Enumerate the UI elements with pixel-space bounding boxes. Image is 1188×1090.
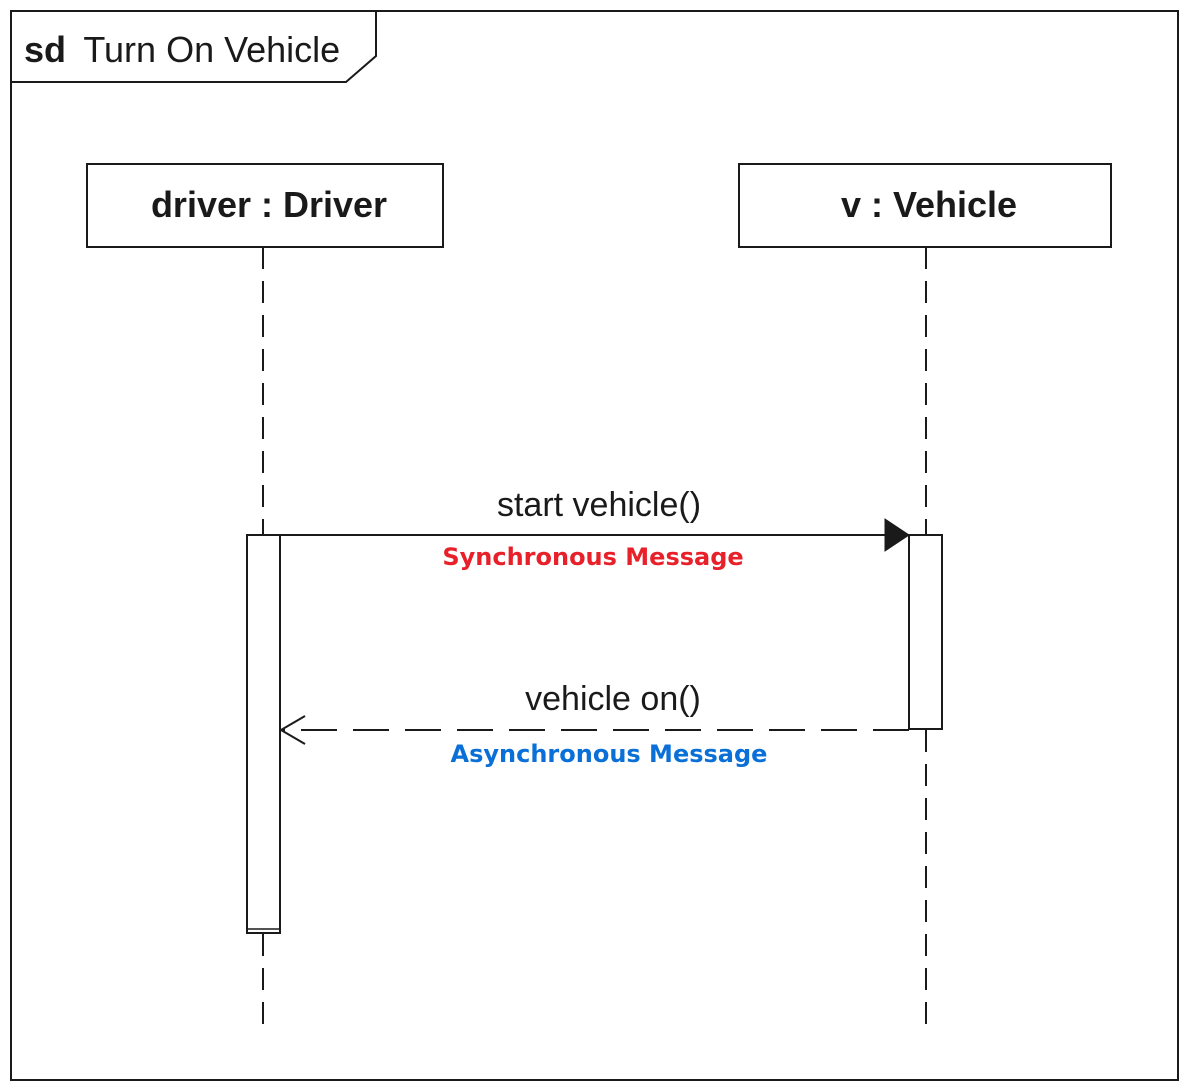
open-arrowhead-icon (279, 715, 306, 745)
diagram-frame (10, 10, 1179, 1081)
activation-bar-vehicle (908, 534, 943, 730)
message-label-vehicle-on: vehicle on() (525, 680, 701, 718)
activation-bar-driver (246, 534, 281, 934)
frame-name-tab (11, 11, 377, 83)
lifeline-label-driver: driver : Driver (151, 184, 387, 225)
message-annotation-synchronous: Synchronous Message (442, 543, 743, 571)
message-label-start-vehicle: start vehicle() (497, 486, 701, 524)
frame-title: sd Turn On Vehicle (24, 29, 340, 70)
frame-title-text: Turn On Vehicle (83, 29, 340, 70)
frame-keyword: sd (24, 29, 66, 70)
lifeline-head-vehicle[interactable] (738, 163, 1112, 248)
lifeline-label-vehicle: v : Vehicle (841, 184, 1017, 225)
filled-arrowhead-icon (884, 518, 910, 552)
lifeline-head-driver[interactable] (86, 163, 444, 248)
message-annotation-asynchronous: Asynchronous Message (451, 740, 768, 768)
